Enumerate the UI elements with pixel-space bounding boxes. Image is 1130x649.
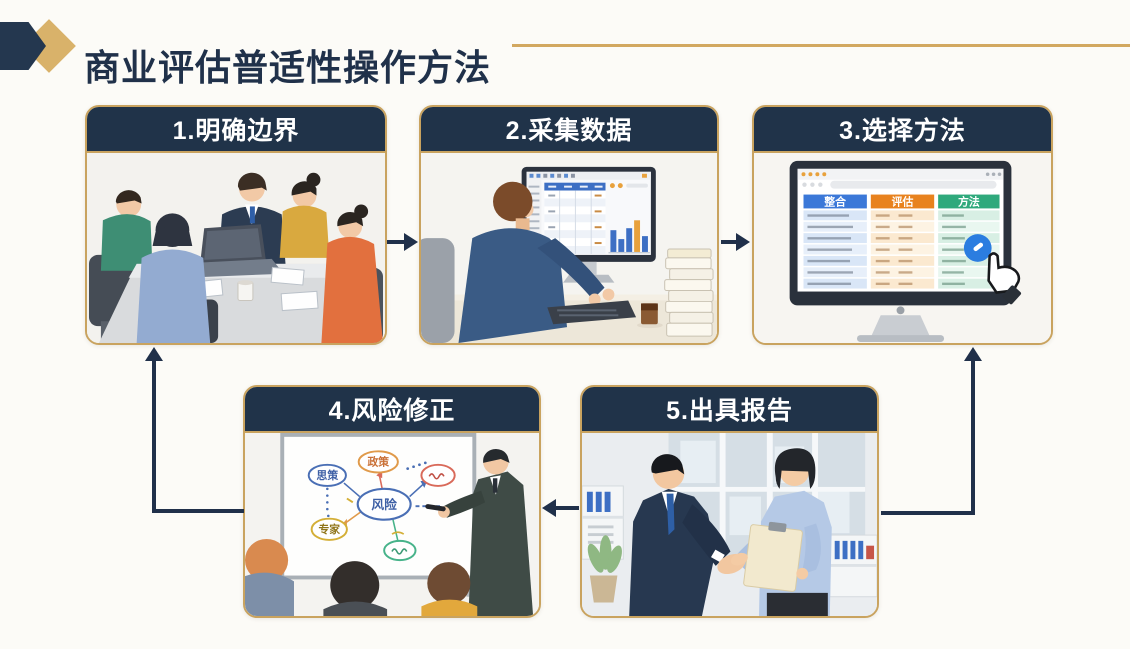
person-green-left (100, 190, 153, 271)
feedback-line-left-horizontal (152, 509, 244, 513)
feedback-line-right-horizontal (881, 511, 973, 515)
whiteboard-illustration: 风险 政策 思策 专家 (245, 433, 539, 616)
report-clipboard-icon (743, 521, 803, 592)
arrow-step2-to-step3-head (736, 233, 750, 251)
cursor-hand-icon (987, 252, 1022, 305)
method-select-illustration: 整合 评估 方法 (754, 153, 1051, 343)
feedback-line-left-vertical (152, 359, 156, 513)
arrow-step5-to-step4-head (542, 499, 556, 517)
monitor-chin-dot (896, 306, 905, 315)
papers-on-table (190, 266, 319, 312)
mindmap-bottom-scribble (391, 548, 408, 555)
step-2-header: 2.采集数据 (421, 107, 717, 153)
right-cabinet (829, 534, 877, 598)
method-table: 整合 评估 方法 (803, 194, 1000, 289)
step-4-illustration: 风险 政策 思策 专家 (245, 433, 539, 616)
mindmap-bottom-left-label: 专家 (319, 523, 341, 536)
coffee-cup-icon (237, 280, 254, 301)
feedback-arrow-to-step1-head (145, 347, 163, 361)
column-2-label: 评估 (892, 194, 914, 208)
select-button[interactable] (963, 234, 992, 262)
person-at-computer (458, 181, 615, 343)
feedback-arrow-to-step3-head (964, 347, 982, 361)
mind-map: 风险 政策 思策 专家 (307, 450, 456, 562)
person-orange-right (321, 204, 384, 343)
step-5-header: 5.出具报告 (582, 387, 877, 433)
step-2-illustration (421, 153, 717, 343)
column-header-2 (870, 194, 935, 209)
step-1-illustration (87, 153, 385, 343)
step-1-header: 1.明确边界 (87, 107, 385, 153)
step-card-1: 1.明确边界 (85, 105, 387, 345)
step-3-illustration: 整合 评估 方法 (754, 153, 1051, 343)
mindmap-center-label: 风险 (371, 497, 397, 512)
step-4-header: 4.风险修正 (245, 387, 539, 433)
keyboard-icon (547, 300, 637, 325)
person-back-view-front (136, 213, 211, 343)
desk-edge (421, 294, 717, 301)
step-3-header: 3.选择方法 (754, 107, 1051, 153)
book-stack-icon (664, 248, 714, 337)
audience (245, 538, 478, 616)
arrow-step5-to-step4 (555, 506, 579, 510)
potted-plant-icon (587, 535, 622, 603)
feedback-line-right-vertical (971, 359, 975, 515)
step-card-3: 3.选择方法 整合 评估 方法 (752, 105, 1053, 345)
column-3-label: 方法 (958, 194, 980, 208)
step-card-2: 2.采集数据 (419, 105, 719, 345)
sheet-header-row (544, 182, 606, 191)
monitor-stand (870, 315, 931, 338)
step-5-illustration (582, 433, 877, 616)
monitor-stand-base (856, 335, 945, 343)
column-1-label: 整合 (824, 194, 846, 208)
coffee-glass-icon (637, 303, 663, 329)
meeting-illustration (87, 153, 385, 343)
handshake-hands (717, 552, 748, 575)
column-header-1 (803, 194, 867, 209)
column-header-3 (938, 194, 1000, 209)
arrow-step2-to-step3 (721, 240, 738, 244)
column-2-rows (870, 210, 935, 289)
monitor-spreadsheet (521, 166, 656, 262)
arrow-step1-to-step2-head (404, 233, 418, 251)
handshake-illustration (582, 433, 877, 616)
column-1-rows (803, 210, 867, 289)
page-title: 商业评估普适性操作方法 (84, 47, 492, 89)
step-card-4: 4.风险修正 (243, 385, 541, 618)
mindmap-left-label: 思策 (317, 469, 339, 482)
marker-pen-icon (425, 504, 446, 512)
arrow-step1-to-step2 (387, 240, 406, 244)
desk-chair (421, 238, 455, 343)
person-yellow-right (279, 172, 330, 258)
presenter (425, 448, 534, 616)
mindmap-top-label: 政策 (368, 456, 390, 469)
mindmap-right-scribble (428, 473, 445, 480)
data-entry-illustration (421, 153, 717, 343)
step-card-5: 5.出具报告 (580, 385, 879, 618)
title-divider-line (512, 44, 1130, 47)
bar-chart-icon (608, 183, 650, 254)
man-in-suit (629, 454, 731, 616)
laptop-icon (184, 224, 284, 278)
